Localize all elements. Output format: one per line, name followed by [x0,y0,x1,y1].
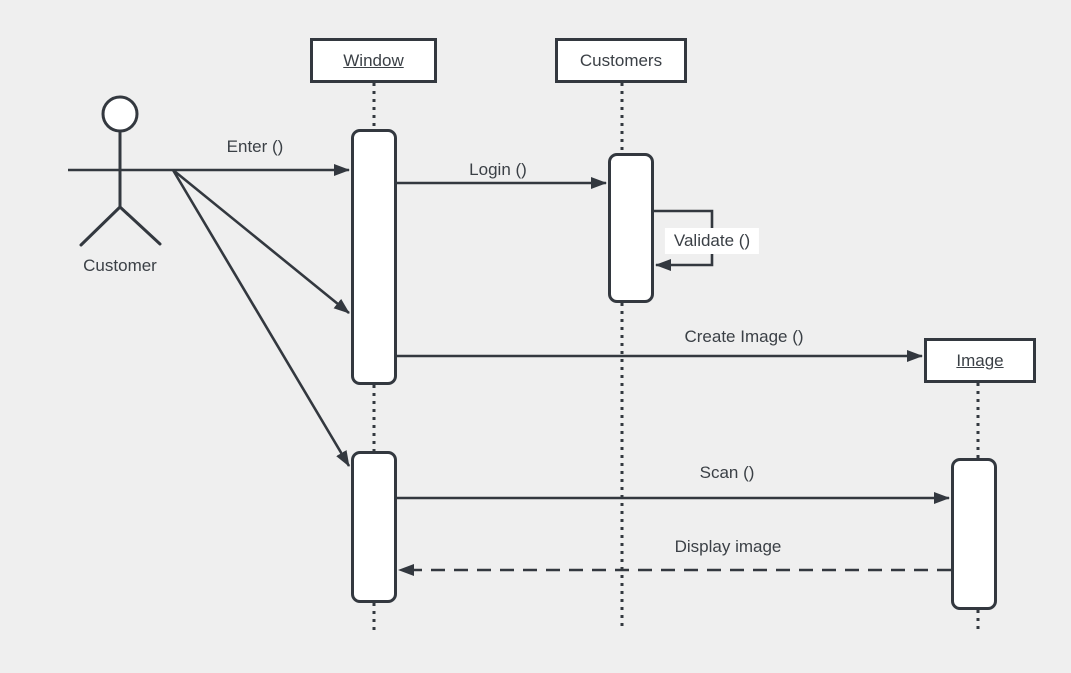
actor-head [101,95,139,133]
activation-bar-customers [608,153,654,303]
actor-body [79,129,162,247]
message-label-create-image: Create Image () [684,327,804,346]
activation-bar-window-2 [351,451,397,603]
actor-label-customer: Customer [83,256,157,275]
lifeline-label-image: Image [956,350,1004,370]
message-label-scan: Scan () [699,463,755,482]
lifeline-box-customers: Customers [555,38,687,83]
activation-bar-window-1 [351,129,397,385]
message-label-display-image: Display image [674,537,782,556]
message-enter-branch-arrow-1 [172,168,350,315]
lifeline-box-window: Window [310,38,437,83]
lifeline-label-window: Window [343,50,404,70]
message-enter-branch-arrow-2 [171,169,351,467]
lifeline-box-image: Image [924,338,1036,383]
message-label-login: Login () [469,160,527,179]
lifeline-label-customers: Customers [579,50,663,70]
message-label-validate: Validate () [664,228,760,254]
activation-bar-image [951,458,997,610]
message-label-enter: Enter () [226,137,284,156]
